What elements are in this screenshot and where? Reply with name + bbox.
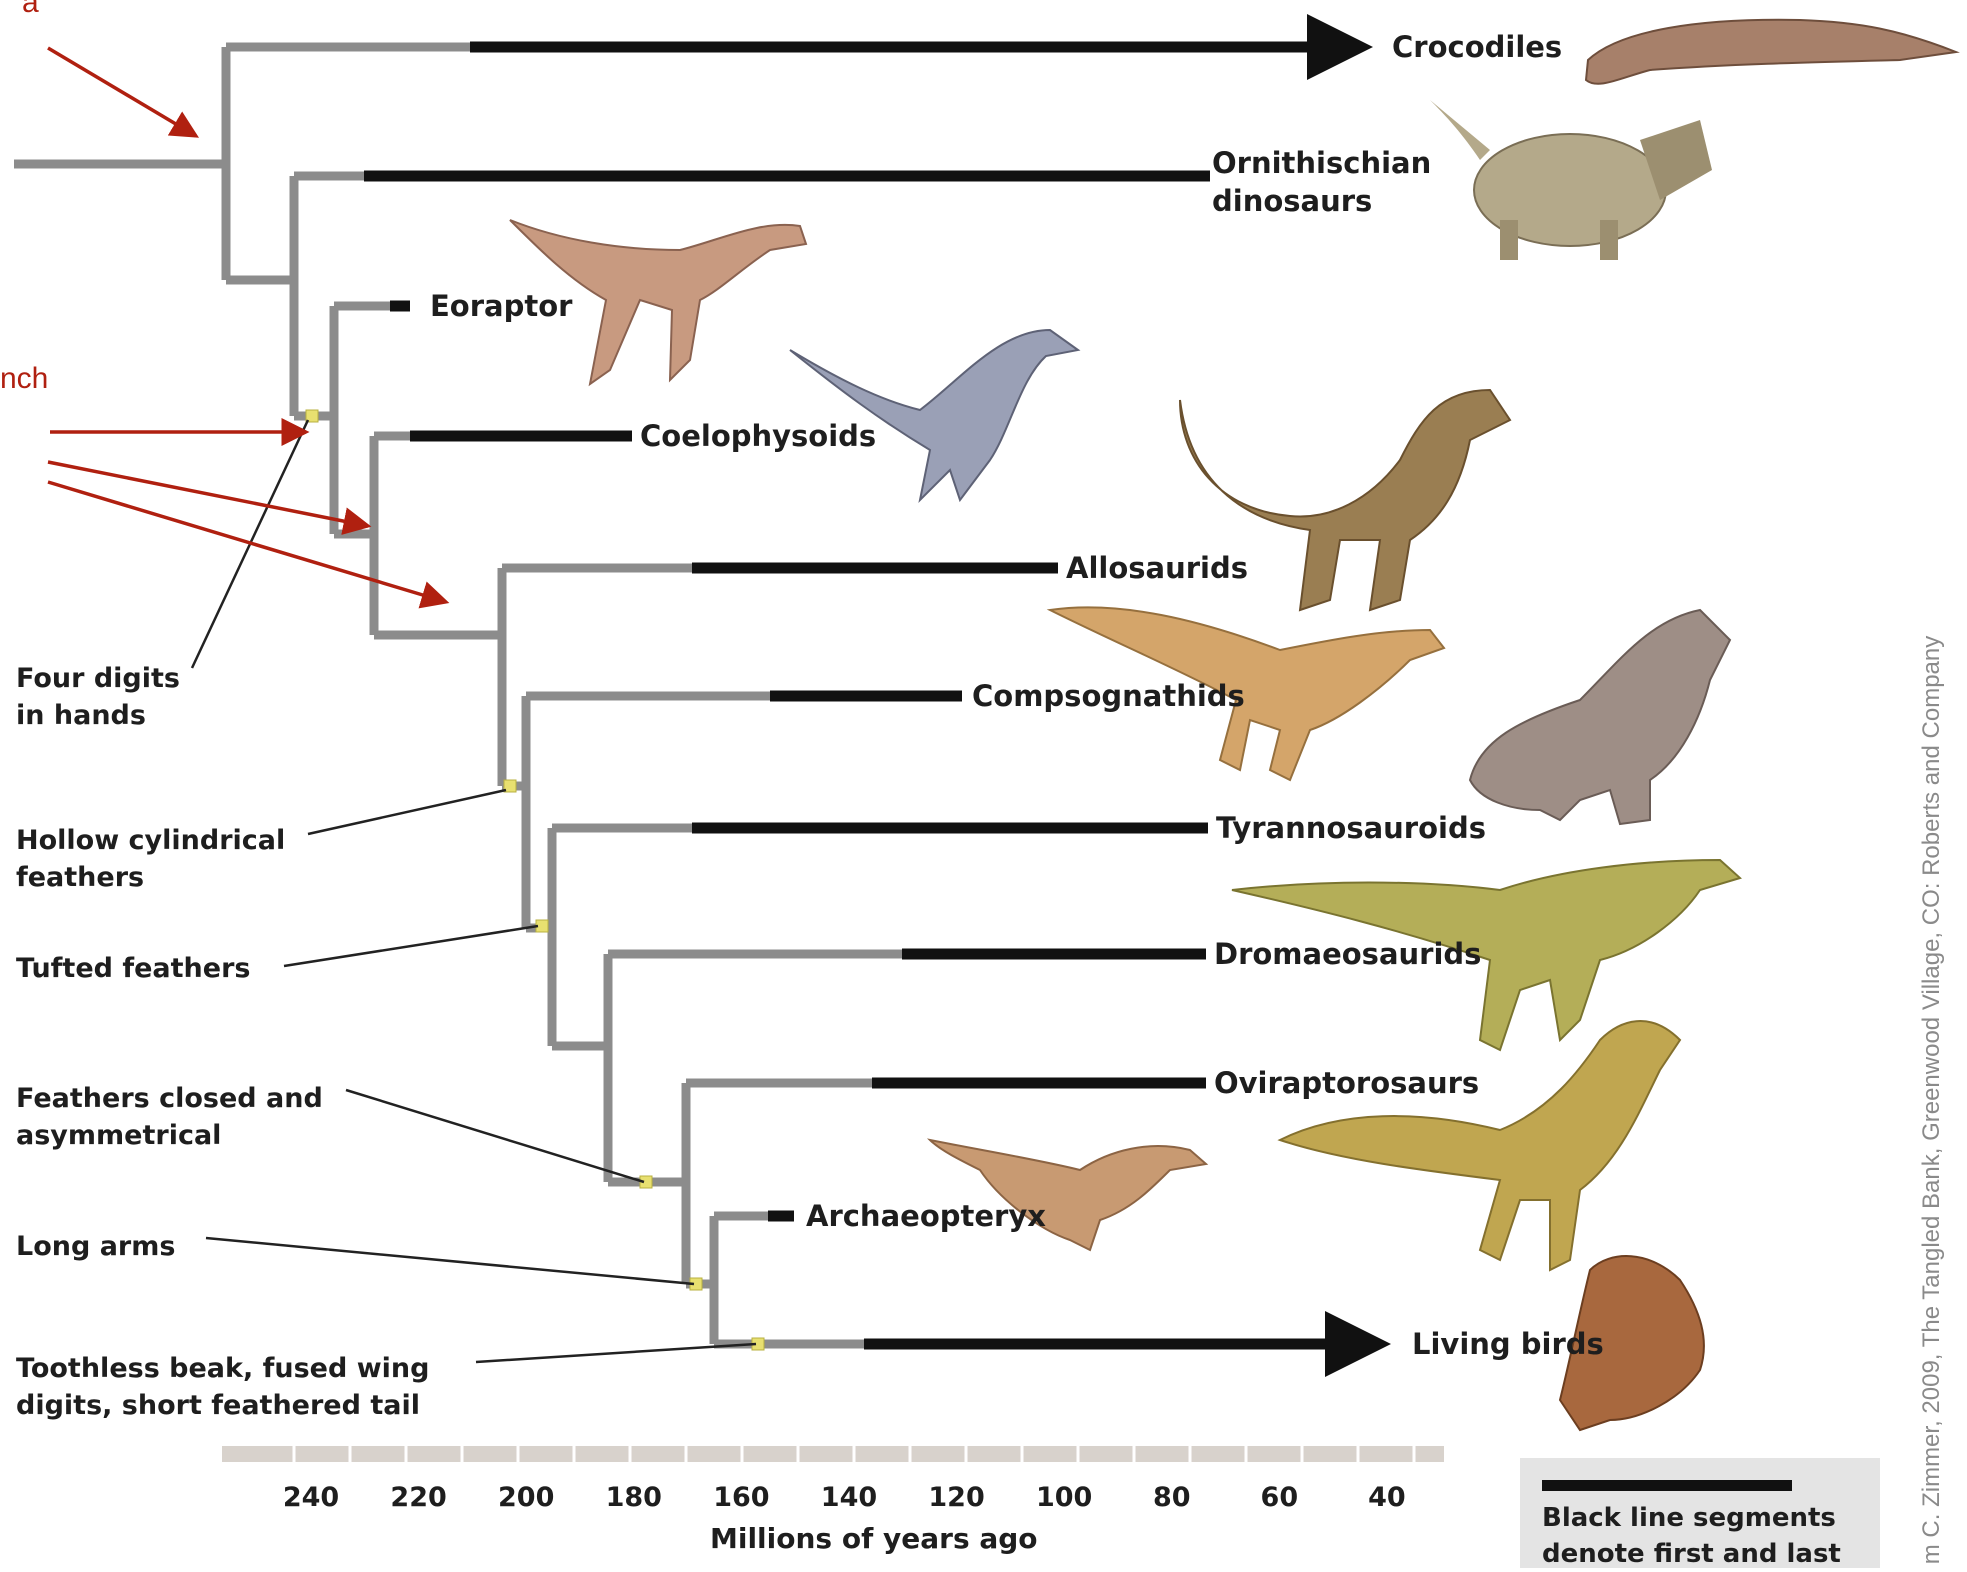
taxon-label-coelophysoids: Coelophysoids: [640, 417, 876, 455]
feature-label-four-digits-line1: Four digits: [16, 660, 180, 697]
feature-label-long-arms: Long arms: [16, 1228, 175, 1265]
tick-label: 120: [922, 1482, 992, 1513]
feature-label-closed-feathers: Feathers closed and asymmetrical: [16, 1080, 323, 1154]
pointer-tufted-feathers: [284, 926, 538, 966]
legend-box: Black line segments denote first and las…: [1520, 1458, 1880, 1568]
pointer-long-arms: [206, 1238, 694, 1284]
tick-label: 180: [599, 1482, 669, 1513]
feature-label-closed-feathers-line1: Feathers closed and: [16, 1080, 323, 1117]
legend-text: Black line segments denote first and las…: [1542, 1500, 1841, 1572]
taxon-label-allosaurids: Allosaurids: [1066, 549, 1248, 587]
pointer-toothless-beak: [476, 1344, 756, 1362]
legend-black-bar: [1542, 1480, 1792, 1491]
taxon-label-ornithischian-line2: dinosaurs: [1212, 182, 1431, 220]
feature-label-four-digits-line2: in hands: [16, 697, 180, 734]
pointer-closed-feathers: [346, 1090, 644, 1182]
triceratops-illustration: [1430, 100, 1712, 260]
oviraptor-illustration: [1280, 1021, 1680, 1270]
taxon-label-oviraptorosaurs: Oviraptorosaurs: [1214, 1064, 1479, 1102]
feature-label-toothless-beak-line1: Toothless beak, fused wing: [16, 1350, 429, 1387]
feature-label-toothless-beak-line2: digits, short feathered tail: [16, 1387, 429, 1424]
taxon-label-crocodiles: Crocodiles: [1392, 28, 1562, 66]
time-axis-band: [222, 1446, 1444, 1462]
taxon-label-ornithischian-line1: Ornithischian: [1212, 144, 1431, 182]
taxon-label-ornithischian: Ornithischian dinosaurs: [1212, 144, 1431, 220]
annotation-text-branch: nch: [0, 362, 48, 396]
taxon-label-dromaeosaurids: Dromaeosaurids: [1214, 935, 1481, 973]
feature-label-hollow-feathers-line2: feathers: [16, 859, 285, 896]
legend-text-line1: Black line segments: [1542, 1500, 1841, 1536]
feature-label-tufted-feathers: Tufted feathers: [16, 950, 250, 987]
taxon-label-living-birds: Living birds: [1412, 1325, 1604, 1363]
taxon-label-eoraptor: Eoraptor: [430, 287, 572, 325]
taxon-label-archaeopteryx: Archaeopteryx: [806, 1197, 1046, 1235]
time-axis-ticks: 240 220 200 180 160 140 120 100 80 60 40: [276, 1482, 1422, 1513]
tick-label: 100: [1029, 1482, 1099, 1513]
red-arrow-top: [48, 48, 196, 136]
tick-label: 220: [384, 1482, 454, 1513]
coelophysis-illustration: [790, 330, 1078, 500]
axis-title: Millions of years ago: [710, 1522, 1038, 1555]
tick-label: 200: [491, 1482, 561, 1513]
crocodile-illustration: [1586, 20, 1956, 84]
feature-label-toothless-beak: Toothless beak, fused wing digits, short…: [16, 1350, 429, 1424]
tyrannosaurus-illustration: [1470, 610, 1730, 824]
taxon-label-tyrannosauroids: Tyrannosauroids: [1216, 809, 1486, 847]
tick-label: 160: [706, 1482, 776, 1513]
red-arrow-3: [48, 482, 446, 602]
annotation-arrows: [48, 48, 446, 602]
feature-label-four-digits: Four digits in hands: [16, 660, 180, 734]
feature-label-hollow-feathers-line1: Hollow cylindrical: [16, 822, 285, 859]
tick-label: 80: [1137, 1482, 1207, 1513]
pointer-hollow-feathers: [308, 790, 506, 834]
feature-label-closed-feathers-line2: asymmetrical: [16, 1117, 323, 1154]
image-credit: m C. Zimmer, 2009, The Tangled Bank, Gre…: [1918, 636, 1946, 1564]
red-arrow-2: [48, 462, 368, 526]
tick-label: 140: [814, 1482, 884, 1513]
tick-label: 40: [1352, 1482, 1422, 1513]
feature-label-hollow-feathers: Hollow cylindrical feathers: [16, 822, 285, 896]
taxon-label-compsognathids: Compsognathids: [972, 677, 1245, 715]
tick-label: 60: [1244, 1482, 1314, 1513]
tick-label: 240: [276, 1482, 346, 1513]
annotation-text-top: a: [22, 0, 39, 20]
legend-text-line2: denote first and last: [1542, 1536, 1841, 1572]
